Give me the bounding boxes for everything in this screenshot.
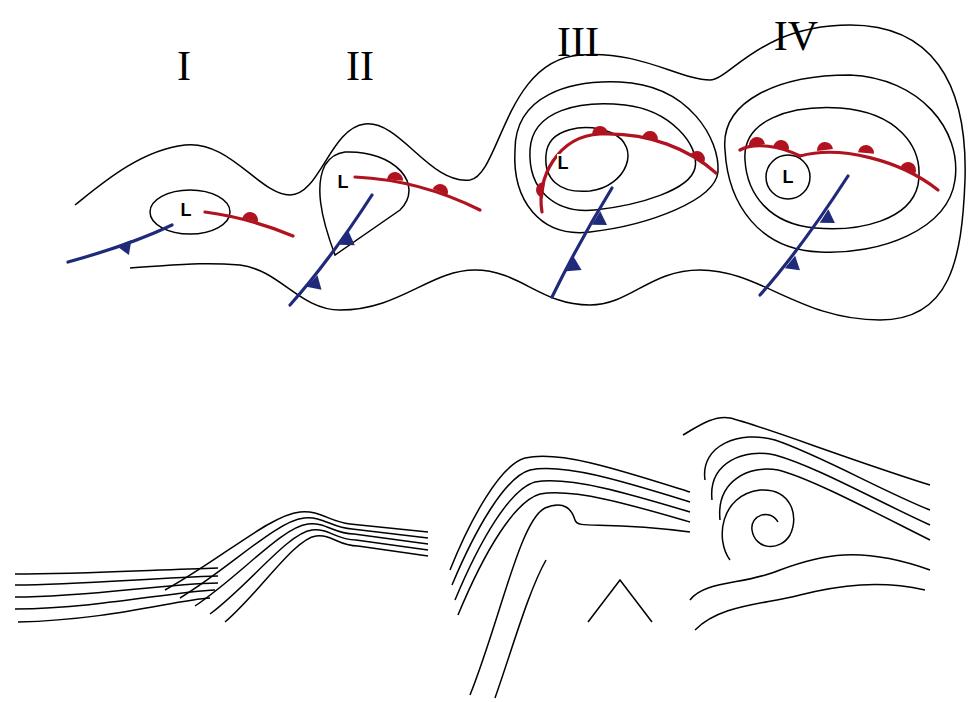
streamline (180, 518, 428, 598)
occluded-front (740, 146, 800, 156)
cold-front-symbol (307, 275, 327, 296)
isobar (725, 75, 956, 252)
isobar (320, 152, 409, 255)
streamline (683, 417, 930, 485)
warm-front-symbol (387, 171, 404, 181)
streamline (18, 598, 210, 622)
streamline (15, 590, 215, 609)
warm-front (800, 152, 938, 190)
streamline (450, 456, 690, 570)
stage-numeral: I (177, 45, 191, 87)
isobar (150, 190, 230, 234)
streamline (458, 493, 690, 615)
warm-front-symbol (433, 182, 451, 195)
cold-front-symbol (592, 211, 612, 231)
cold-front (760, 176, 848, 295)
isobar (745, 108, 919, 229)
streamline (695, 585, 925, 630)
warm-front-symbol (535, 181, 545, 198)
stage-numeral: II (346, 45, 374, 87)
warm-front-symbol (816, 141, 833, 151)
warm-front-symbol (858, 144, 875, 154)
cold-front-symbol (785, 256, 805, 277)
streamline (495, 560, 546, 698)
streamline (15, 568, 218, 574)
streamline (452, 469, 690, 585)
stage-numeral: III (557, 21, 599, 63)
low-pressure-label: L (782, 168, 795, 186)
warm-front-symbol (642, 130, 659, 141)
streamline (470, 505, 690, 695)
low-pressure-label: L (337, 173, 350, 191)
cold-front (552, 188, 612, 297)
occluded-front-symbol (773, 138, 790, 150)
streamline (722, 490, 794, 560)
low-pressure-label: L (557, 154, 570, 172)
streamline (712, 453, 930, 525)
streamline (588, 580, 652, 622)
low-pressure-label: L (180, 201, 193, 219)
streamline (210, 530, 428, 614)
streamline (195, 524, 428, 606)
streamline (225, 536, 428, 622)
isobar (515, 82, 718, 233)
warm-front (541, 134, 716, 212)
warm-front-symbol (901, 159, 919, 173)
cold-front-symbol (566, 257, 585, 277)
warm-front-symbol (592, 126, 608, 135)
streamline (15, 583, 218, 597)
isobar (766, 155, 810, 199)
cold-front (290, 195, 372, 305)
cold-front-symbol (117, 240, 137, 258)
warm-front (355, 177, 480, 210)
occluded-front-symbol (748, 136, 765, 146)
isobar (75, 25, 965, 320)
cold-front-symbol (820, 209, 840, 229)
warm-front-symbol (242, 210, 259, 222)
streamline (455, 481, 690, 600)
cold-front (68, 225, 172, 262)
cold-front-symbol (340, 231, 360, 252)
stage-numeral: IV (774, 15, 818, 57)
warm-front-symbol (690, 148, 708, 163)
